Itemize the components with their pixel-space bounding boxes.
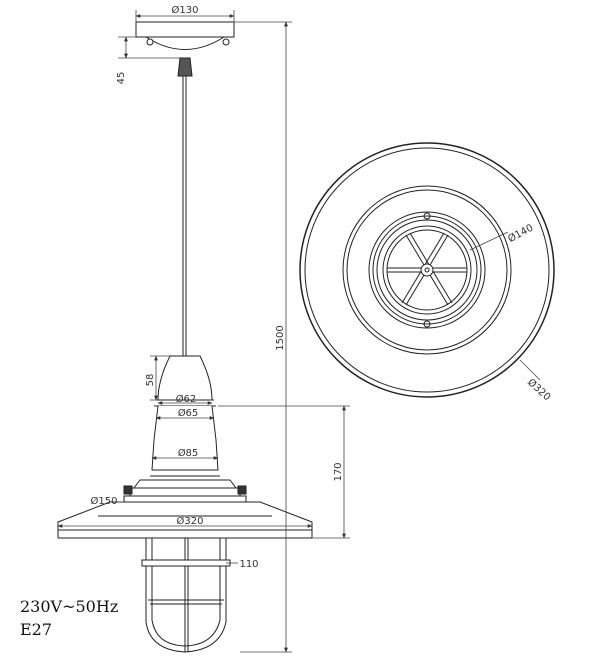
wire-cage (141, 538, 231, 653)
top-view-dimensions (469, 231, 541, 381)
dim-total-height: 1500 (275, 325, 286, 350)
dim-top-outer-diameter: Ø320 (525, 376, 553, 403)
dim-body-diameter: Ø85 (178, 447, 199, 459)
lamp-shade (57, 501, 313, 539)
ceiling-canopy (135, 21, 235, 77)
socket-spec: E27 (20, 620, 53, 639)
dim-canopy-diameter: Ø130 (172, 4, 199, 16)
dim-cage-height: 110 (239, 559, 258, 570)
top-view (299, 142, 555, 398)
side-view-dimensions (57, 10, 350, 653)
dim-top-inner-diameter: Ø140 (506, 222, 535, 245)
side-view (57, 21, 313, 653)
dim-neck-top-diameter: Ø62 (176, 393, 197, 405)
dim-neck-diameter: Ø65 (178, 407, 199, 419)
dim-body-height: 170 (333, 462, 344, 481)
dim-neck-height: 58 (145, 374, 156, 387)
dim-shade-diameter: Ø320 (177, 515, 204, 527)
lamp-body (123, 405, 247, 503)
dim-flange-diameter: Ø150 (91, 495, 118, 507)
lamp-neck (154, 355, 216, 407)
dim-canopy-height: 45 (116, 72, 127, 85)
voltage-spec: 230V~50Hz (20, 597, 119, 616)
